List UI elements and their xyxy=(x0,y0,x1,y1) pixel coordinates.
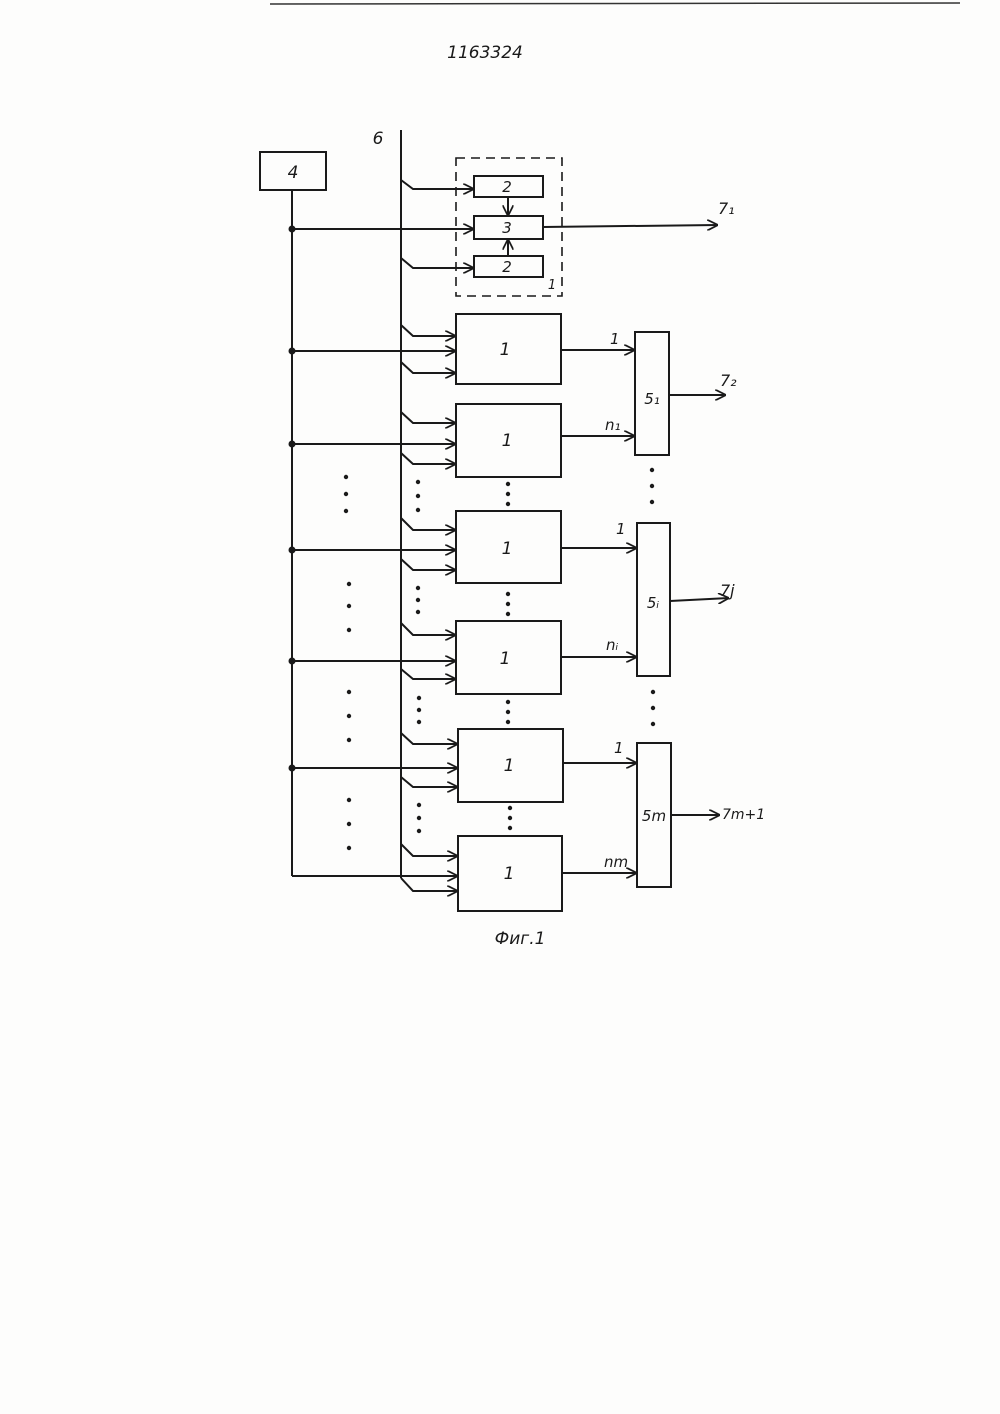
inner-middle-label: 3 xyxy=(502,219,512,237)
generator-label: 4 xyxy=(288,163,299,183)
patent-number: 1163324 xyxy=(447,43,523,63)
unit-label: 1 xyxy=(500,649,511,669)
bus-to-unit xyxy=(401,777,458,787)
vertical-ellipsis-bus xyxy=(416,480,421,833)
unit-label: 1 xyxy=(500,340,511,360)
bus-to-unit xyxy=(401,325,456,336)
bus-to-unit xyxy=(401,559,456,570)
bus-label: 6 xyxy=(373,129,384,149)
unit-label: 1 xyxy=(502,539,513,559)
bus-to-inner-top xyxy=(401,180,474,189)
bus-to-unit xyxy=(401,453,456,464)
bus-to-unit xyxy=(401,623,456,635)
unit-label: 1 xyxy=(504,756,515,776)
bus-to-unit xyxy=(401,412,456,423)
bus-to-unit xyxy=(401,733,458,744)
inner-top-label: 2 xyxy=(502,178,512,196)
top-border-line xyxy=(270,3,960,4)
adder-input-first: 1 xyxy=(610,330,620,348)
bus-to-unit xyxy=(401,362,456,373)
vertical-ellipsis-generator xyxy=(344,475,351,850)
output-arrow-1 xyxy=(543,225,718,227)
output-label-m1: 7m+1 xyxy=(722,807,765,823)
adder-input-nm: nm xyxy=(604,853,628,871)
figure-caption: Фиг.1 xyxy=(495,929,546,949)
adder-label-1: 5₁ xyxy=(644,390,660,408)
unit-label: 1 xyxy=(504,864,515,884)
unit-label: 1 xyxy=(502,431,513,451)
inner-bottom-label: 2 xyxy=(502,258,512,276)
bus-to-unit xyxy=(401,844,458,856)
adder-input-first: 1 xyxy=(616,520,626,538)
adder-label-m: 5m xyxy=(642,807,666,825)
adder-label-i: 5ᵢ xyxy=(647,594,660,612)
bus-to-inner-bottom xyxy=(401,258,474,268)
output-label-2: 7₂ xyxy=(720,371,737,390)
adder-input-ni: nᵢ xyxy=(606,636,619,654)
bus-to-unit xyxy=(401,518,456,530)
output-label-1: 7₁ xyxy=(718,199,735,218)
bus-to-unit xyxy=(401,669,456,679)
output-label-j: 7j xyxy=(720,581,735,600)
adder-input-n1: n₁ xyxy=(605,416,621,434)
adder-input-first: 1 xyxy=(614,739,624,757)
bus-to-unit xyxy=(401,878,458,891)
group-unit-label: 1 xyxy=(548,278,556,293)
